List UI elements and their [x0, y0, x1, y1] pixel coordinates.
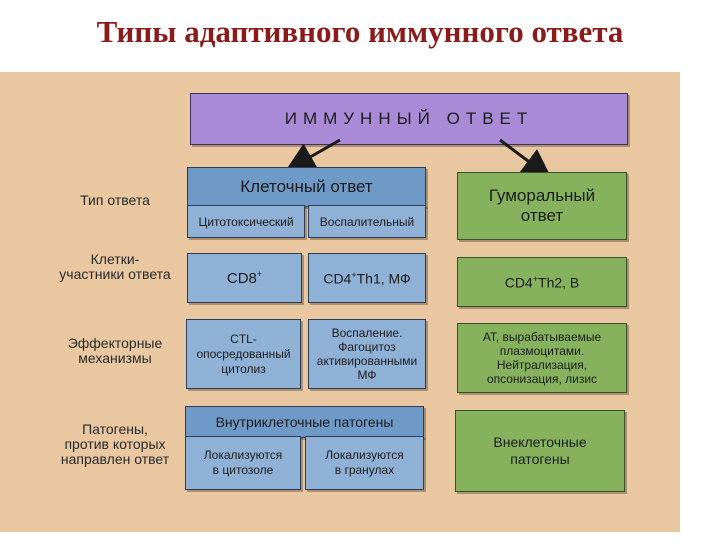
- cd4-th2-box: CD4+Th2, В: [457, 257, 627, 307]
- cytotoxic-box: Цитотоксический: [187, 205, 305, 238]
- cytosol-box: Локализуются в цитозоле: [185, 436, 301, 490]
- granules-box: Локализуются в гранулах: [305, 436, 424, 490]
- cellular-response-header: Клеточный ответ: [187, 167, 426, 207]
- inflammation-box: Воспаление. Фагоцитоз активированными МФ: [308, 319, 426, 389]
- ctl-box: CTL- опосредованный цитолиз: [186, 319, 301, 389]
- inflammatory-box: Воспалительный: [308, 205, 426, 238]
- humoral-response-header: Гуморальный ответ: [457, 172, 627, 240]
- label-effector: Эффекторные механизмы: [67, 335, 163, 366]
- cd8-box: CD8+: [187, 253, 302, 303]
- immune-response-label: ИММУННЫЙ ОТВЕТ: [284, 109, 534, 128]
- intracellular-pathogens-header: Внутриклеточные патогены: [185, 406, 424, 438]
- label-cells: Клетки- участники ответа: [59, 251, 171, 282]
- label-pathogens: Патогены, против которых направлен ответ: [60, 421, 170, 467]
- label-response-type: Тип ответа: [80, 192, 150, 208]
- cd4-th1-box: CD4+Th1, МФ: [308, 253, 426, 303]
- immune-response-box: ИММУННЫЙ ОТВЕТ: [190, 93, 628, 145]
- extracellular-pathogens-box: Внеклеточные патогены: [455, 410, 625, 492]
- page-title: Типы адаптивного иммунного ответа: [96, 14, 624, 49]
- antibody-mechanism-box: АТ, вырабатываемые плазмоцитами. Нейтрал…: [457, 323, 627, 393]
